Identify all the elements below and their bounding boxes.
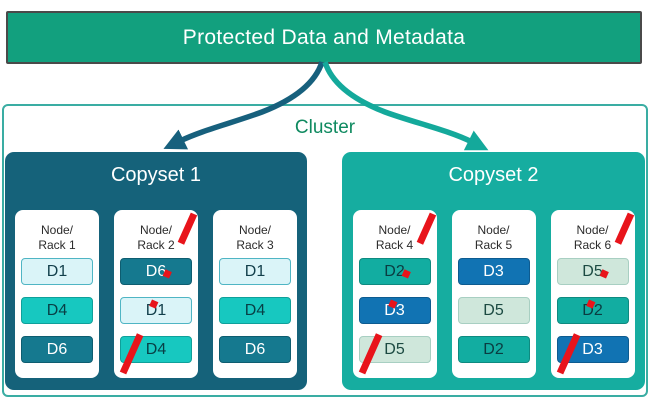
data-block: D2: [457, 336, 530, 363]
node-card-rack-1: Node/ Rack 1 D1 D4 D6: [15, 210, 99, 378]
node-card-rack-6: Node/ Rack 6 D5 D2 D3: [550, 210, 635, 378]
copyset-2-box: Copyset 2 Node/ Rack 4 D2 D3 D5 Node/ Ra…: [342, 152, 645, 390]
node-card-rack-2: Node/ Rack 2 D6 D1 D4: [114, 210, 198, 378]
copyset-2-node-row: Node/ Rack 4 D2 D3 D5 Node/ Rack 5 D3 D5…: [342, 210, 645, 378]
data-block: D4: [219, 297, 291, 324]
data-block: D4: [120, 336, 192, 363]
data-block: D2: [358, 258, 431, 285]
node-label-line1: Node/: [477, 223, 510, 237]
copyset-1-box: Copyset 1 Node/ Rack 1 D1 D4 D6 Node/ Ra…: [5, 152, 307, 390]
data-block: D6: [219, 336, 291, 363]
node-label: Node/ Rack 6: [551, 210, 635, 253]
node-label: Node/ Rack 2: [114, 210, 198, 253]
data-block: D5: [556, 258, 629, 285]
node-label: Node/ Rack 3: [213, 210, 297, 253]
copyset-2-title: Copyset 2: [448, 163, 539, 186]
data-block: D1: [219, 258, 291, 285]
node-label-line2: Rack 6: [573, 238, 612, 252]
node-label-line1: Node/: [378, 223, 411, 237]
cluster-label: Cluster: [294, 117, 356, 138]
node-label-line2: Rack 1: [38, 238, 76, 252]
node-label-line2: Rack 2: [137, 238, 175, 252]
data-block: D6: [21, 336, 93, 363]
node-label-line1: Node/: [576, 223, 609, 237]
node-card-rack-3: Node/ Rack 3 D1 D4 D6: [213, 210, 297, 378]
data-block: D1: [120, 297, 192, 324]
node-label-line1: Node/: [238, 223, 272, 237]
node-label-line1: Node/: [40, 223, 74, 237]
node-label: Node/ Rack 5: [452, 210, 536, 253]
data-block: D3: [556, 336, 629, 363]
node-label: Node/ Rack 4: [353, 210, 437, 253]
data-block: D1: [21, 258, 93, 285]
data-block: D3: [358, 297, 431, 324]
copyset-1-node-row: Node/ Rack 1 D1 D4 D6 Node/ Rack 2 D6 D1…: [5, 210, 307, 378]
node-label-line2: Rack 3: [236, 238, 274, 252]
protected-data-banner: Protected Data and Metadata: [6, 11, 642, 64]
cluster-box: Cluster Copyset 1 Node/ Rack 1 D1 D4 D6 …: [2, 104, 648, 397]
data-block: D5: [358, 336, 431, 363]
node-label-line1: Node/: [139, 223, 173, 237]
data-block: D2: [556, 297, 629, 324]
node-label-line2: Rack 5: [474, 238, 513, 252]
data-block: D5: [457, 297, 530, 324]
node-card-rack-5: Node/ Rack 5 D3 D5 D2: [451, 210, 536, 378]
copyset-1-title: Copyset 1: [110, 163, 202, 186]
node-card-rack-4: Node/ Rack 4 D2 D3 D5: [352, 210, 437, 378]
data-block: D3: [457, 258, 530, 285]
data-block: D4: [21, 297, 93, 324]
node-label: Node/ Rack 1: [15, 210, 99, 253]
node-label-line2: Rack 4: [375, 238, 414, 252]
data-block: D6: [120, 258, 192, 285]
